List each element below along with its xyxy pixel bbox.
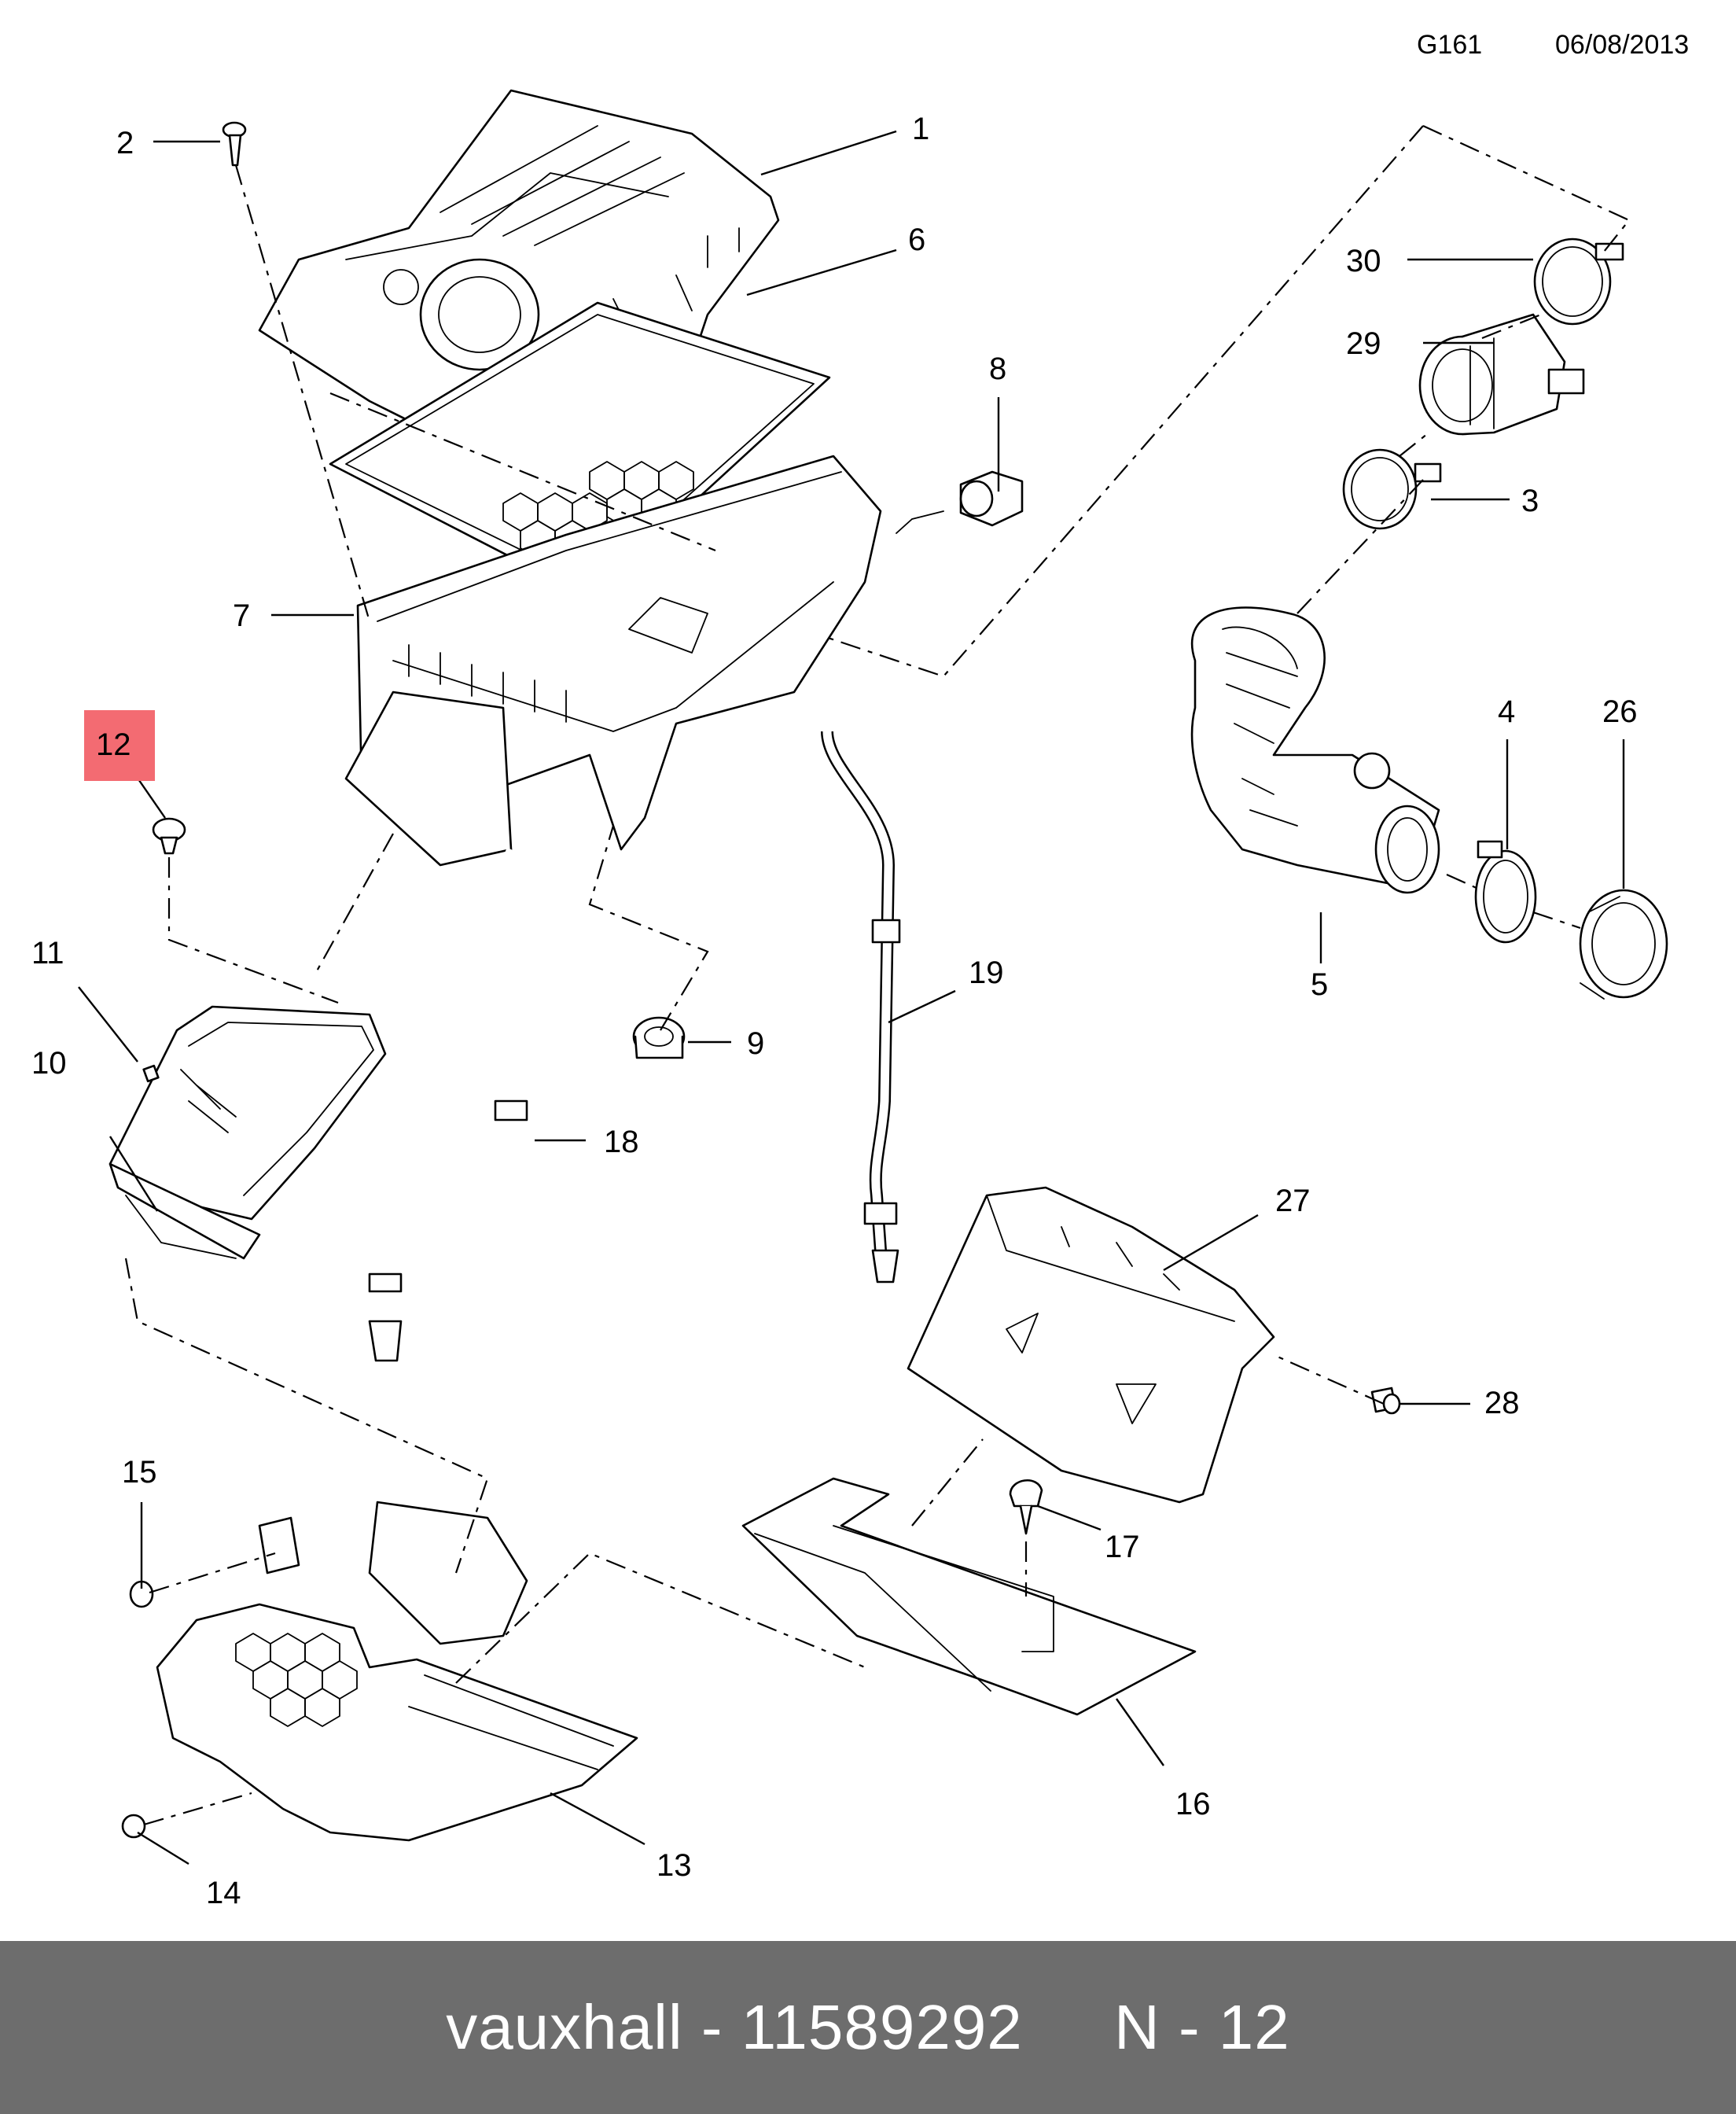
callout-29: 29 bbox=[1346, 326, 1381, 361]
clamp-4 bbox=[1474, 840, 1537, 944]
intake-hose-5 bbox=[1190, 606, 1440, 894]
lower-intake-13 bbox=[121, 1501, 638, 1842]
callout-2: 2 bbox=[116, 126, 134, 160]
grommet-8 bbox=[896, 470, 1024, 534]
callout-6: 6 bbox=[908, 223, 925, 257]
deflector-27 bbox=[907, 1186, 1401, 1504]
callout-12: 12 bbox=[96, 727, 131, 762]
callout-26: 26 bbox=[1602, 694, 1638, 729]
clip-12 bbox=[152, 817, 186, 855]
footer-gap bbox=[1023, 1991, 1114, 2064]
footer-part-number: 11589292 bbox=[741, 1992, 1023, 2062]
clamp-3 bbox=[1342, 448, 1442, 530]
callout-4: 4 bbox=[1498, 694, 1515, 729]
highlight-box bbox=[84, 710, 155, 781]
assembly-lines bbox=[124, 124, 1631, 1826]
callout-5: 5 bbox=[1311, 967, 1328, 1002]
callout-30: 30 bbox=[1346, 244, 1381, 278]
callout-28: 28 bbox=[1484, 1386, 1520, 1420]
callout-7: 7 bbox=[233, 598, 250, 633]
callout-27: 27 bbox=[1275, 1184, 1311, 1218]
callout-16: 16 bbox=[1175, 1787, 1211, 1821]
grommet-9 bbox=[632, 1016, 686, 1059]
coupling-26 bbox=[1579, 889, 1668, 1000]
callout-11: 11 bbox=[31, 936, 64, 970]
footer-banner: vauxhall - 11589292 N - 12 bbox=[0, 1941, 1736, 2114]
deflector-16 bbox=[741, 1477, 1197, 1716]
callout-14: 14 bbox=[206, 1876, 241, 1910]
callout-9: 9 bbox=[747, 1026, 764, 1061]
callout-labels: 1 2 3 4 5 6 7 8 9 10 11 12 13 14 15 16 1… bbox=[31, 112, 1638, 1910]
callout-10: 10 bbox=[31, 1046, 67, 1081]
callout-1: 1 bbox=[912, 112, 929, 146]
hose-18 bbox=[368, 847, 528, 1362]
callout-15: 15 bbox=[122, 1455, 157, 1490]
callout-19: 19 bbox=[969, 956, 1004, 990]
screw-2 bbox=[222, 121, 247, 167]
footer-brand: vauxhall bbox=[446, 1992, 683, 2062]
callout-8: 8 bbox=[989, 352, 1006, 386]
parts-diagram: G161 06/08/2013 bbox=[31, 30, 1689, 1910]
callout-18: 18 bbox=[604, 1125, 639, 1159]
hose-19 bbox=[821, 731, 901, 1284]
leader-lines bbox=[78, 130, 1625, 1865]
callout-13: 13 bbox=[657, 1848, 692, 1883]
air-duct-10 bbox=[108, 1005, 387, 1260]
diagram-code: G161 bbox=[1417, 30, 1482, 60]
footer-ref: N - 12 bbox=[1113, 1992, 1290, 2062]
clamp-30 bbox=[1533, 238, 1624, 326]
air-cleaner-housing bbox=[258, 89, 882, 867]
diagram-date: 06/08/2013 bbox=[1555, 30, 1689, 60]
maf-sensor-29 bbox=[1418, 313, 1585, 436]
footer-separator: - bbox=[682, 1992, 741, 2062]
callout-3: 3 bbox=[1521, 484, 1539, 518]
callout-17: 17 bbox=[1105, 1530, 1140, 1564]
